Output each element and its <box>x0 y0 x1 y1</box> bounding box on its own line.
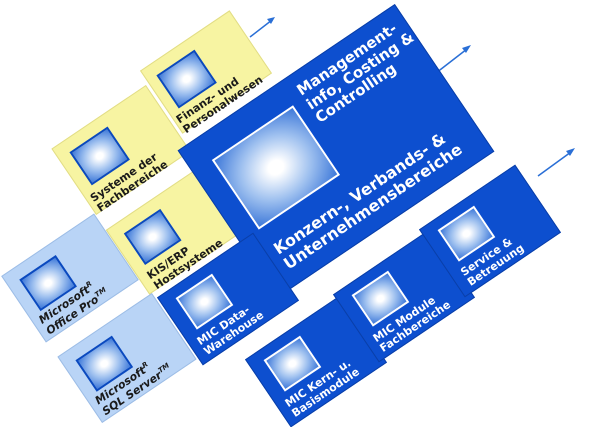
management-label: Management- info, Costing & Controlling <box>293 15 426 127</box>
arrow-up-right-icon <box>435 45 471 74</box>
arrow-up-right-icon <box>537 148 575 177</box>
arrow-up-right-icon <box>249 17 275 38</box>
